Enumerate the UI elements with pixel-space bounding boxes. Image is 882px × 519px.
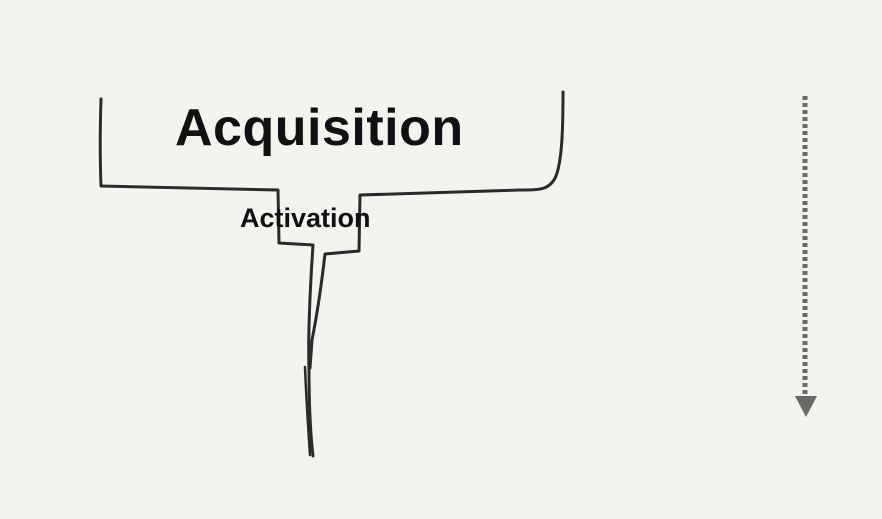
stage-label-activation: Activation — [240, 203, 371, 233]
stage-label-acquisition: Acquisition — [175, 99, 464, 157]
dotted-down-arrow-icon — [795, 96, 817, 417]
funnel-top-outline — [98, 97, 315, 458]
funnel-right-outline — [308, 90, 565, 370]
funnel-spout-inner — [303, 365, 312, 457]
